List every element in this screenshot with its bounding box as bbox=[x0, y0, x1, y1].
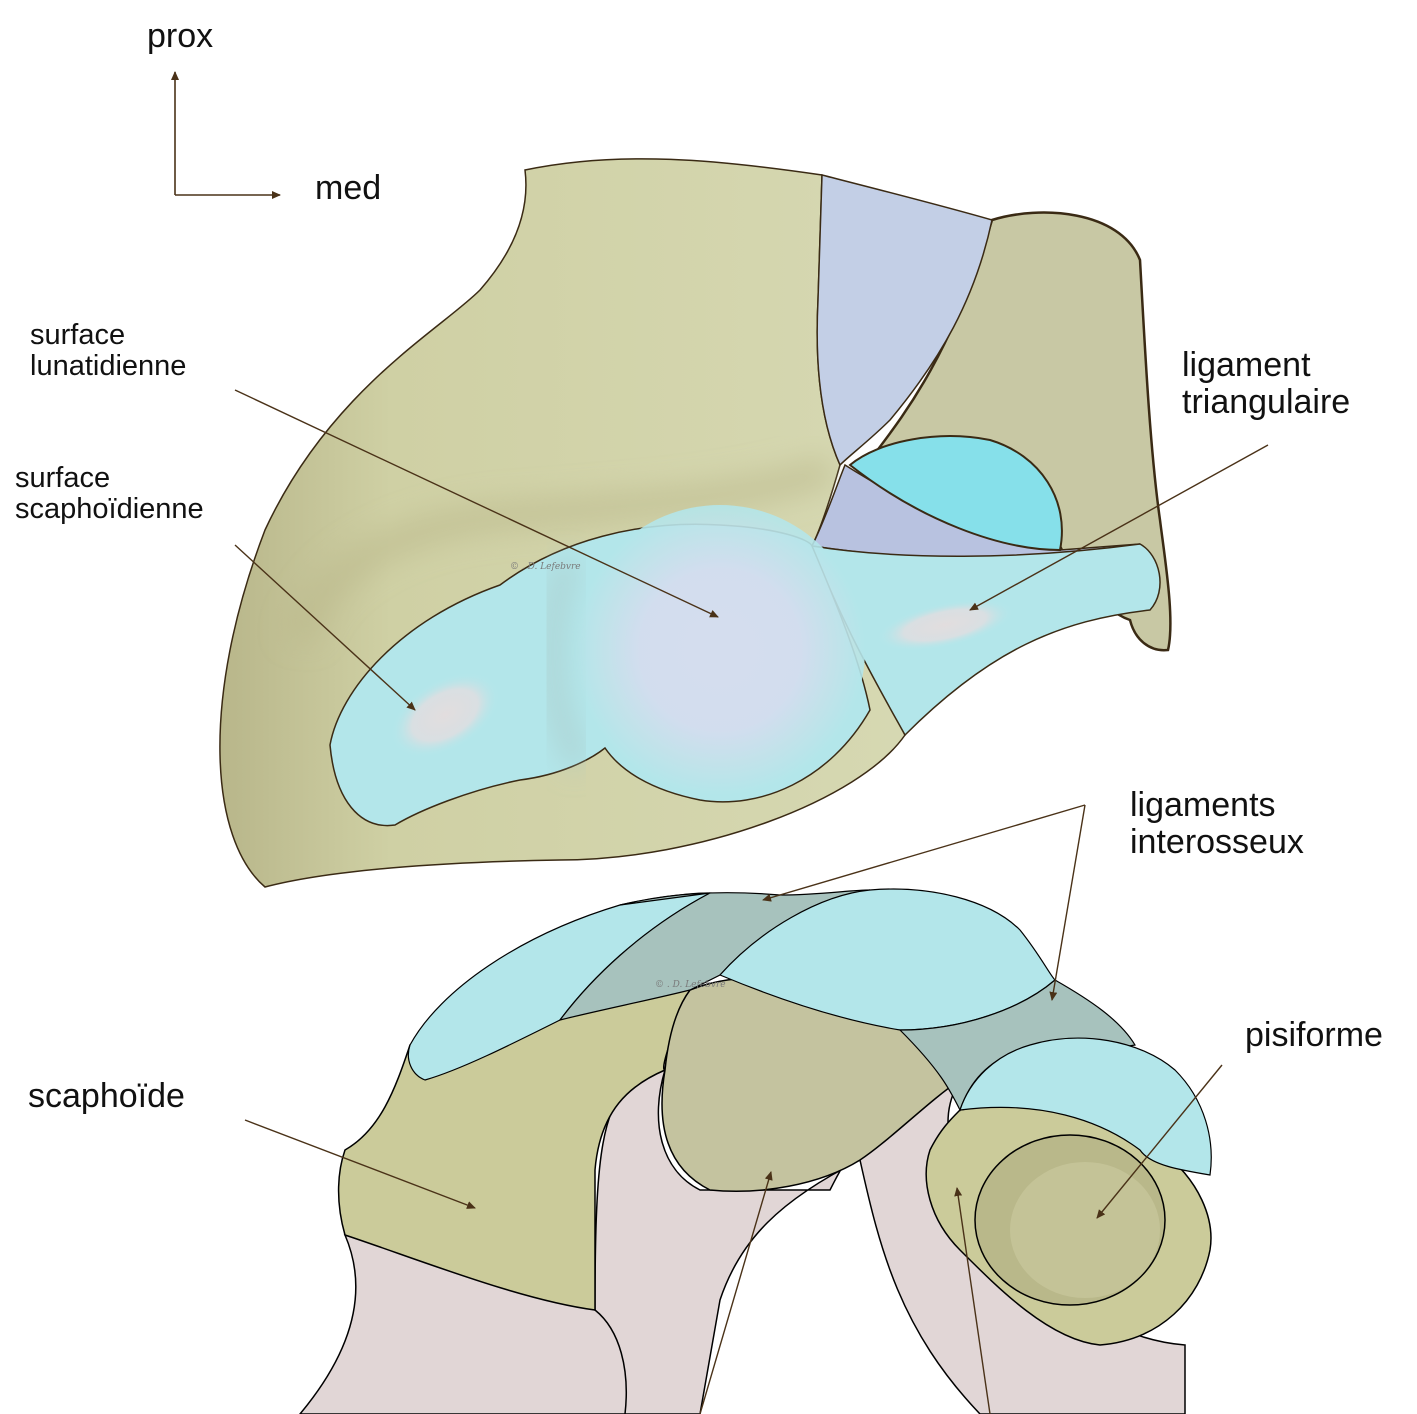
label-ligaments-interosseux-line2: interosseux bbox=[1130, 824, 1304, 861]
label-surface-scaphoidienne-line2: scaphoïdienne bbox=[15, 494, 204, 525]
signature-lower: © . D. Lefebvre bbox=[655, 980, 726, 990]
label-ligaments-interosseux: ligaments interosseux bbox=[1130, 787, 1304, 860]
label-pisiforme: pisiforme bbox=[1245, 1017, 1383, 1054]
orientation-prox-label: prox bbox=[147, 18, 213, 55]
leader-ligaments-interosseux-2 bbox=[1052, 805, 1085, 1000]
orientation-med-label: med bbox=[315, 170, 381, 207]
label-surface-lunatidienne: surface lunatidienne bbox=[30, 320, 186, 383]
label-surface-lunatidienne-line2: lunatidienne bbox=[30, 351, 186, 382]
label-surface-lunatidienne-line1: surface bbox=[30, 320, 186, 351]
label-ligament-triangulaire: ligament triangulaire bbox=[1182, 347, 1350, 420]
label-ligament-triangulaire-line2: triangulaire bbox=[1182, 384, 1350, 421]
signature-upper: © . D. Lefebvre bbox=[510, 562, 581, 572]
label-surface-scaphoidienne: surface scaphoïdienne bbox=[15, 463, 204, 526]
orientation-axes bbox=[175, 72, 280, 195]
label-scaphoide: scaphoïde bbox=[28, 1078, 185, 1115]
label-ligaments-interosseux-line1: ligaments bbox=[1130, 787, 1304, 824]
leader-ligaments-interosseux-1 bbox=[763, 805, 1085, 900]
label-ligament-triangulaire-line1: ligament bbox=[1182, 347, 1350, 384]
lunate-facet bbox=[575, 505, 865, 795]
label-surface-scaphoidienne-line1: surface bbox=[15, 463, 204, 494]
